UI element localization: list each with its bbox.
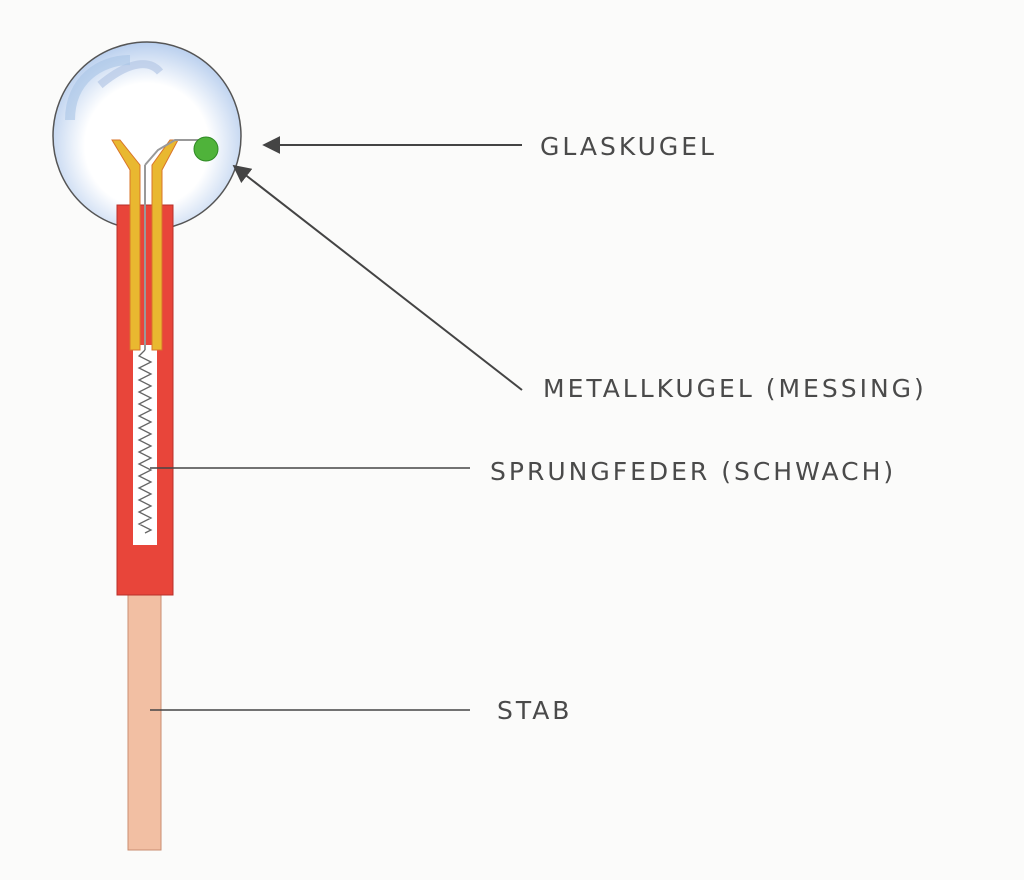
contact-strips bbox=[111, 139, 200, 351]
metal-ball bbox=[193, 136, 219, 162]
label-sprungfeder: SPRUNGFEDER (SCHWACH) bbox=[490, 457, 896, 486]
spring bbox=[137, 349, 153, 534]
glass-sphere bbox=[52, 41, 242, 231]
arrow-metallkugel bbox=[232, 164, 523, 391]
label-stab: STAB bbox=[497, 696, 572, 725]
label-metallkugel: METALLKUGEL (MESSING) bbox=[543, 374, 927, 403]
label-glaskugel: GLASKUGEL bbox=[540, 132, 717, 161]
